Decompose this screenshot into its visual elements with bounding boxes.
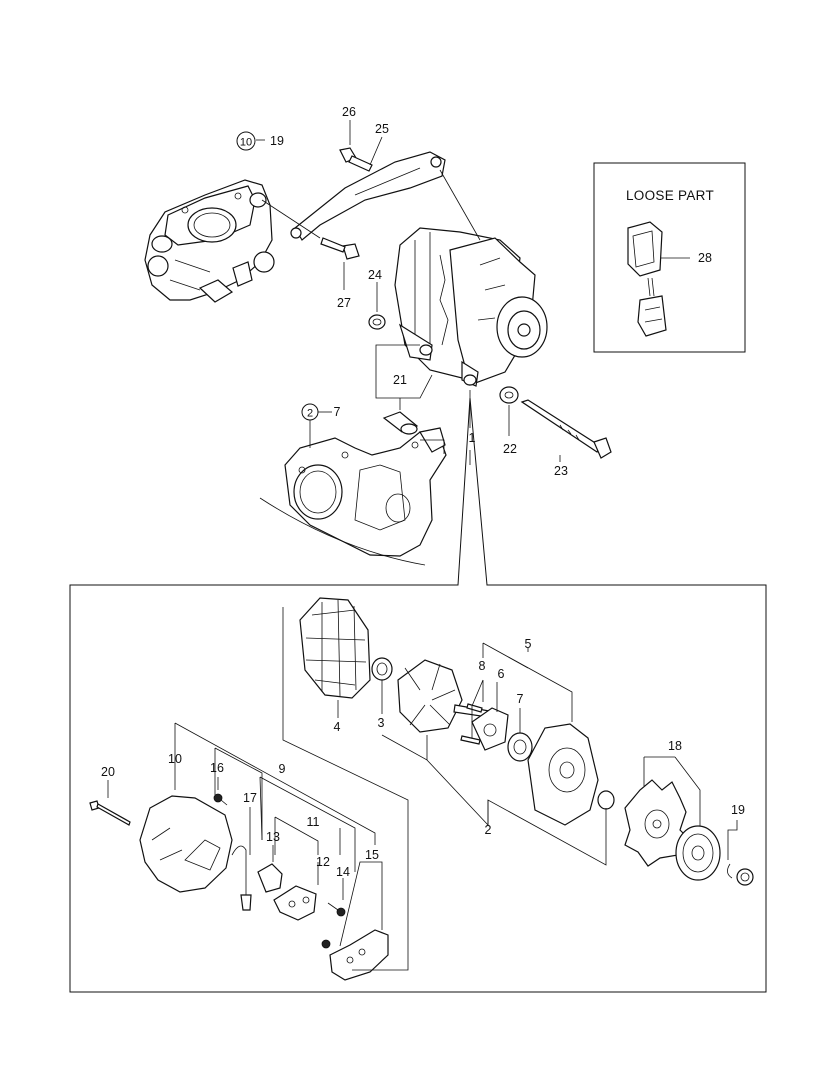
retainer-6-part xyxy=(471,707,509,751)
label-6: 6 xyxy=(498,667,505,681)
label-21: 21 xyxy=(393,373,407,387)
loose-part-box xyxy=(593,162,746,353)
label-11: 11 xyxy=(307,815,320,829)
label-27: 27 xyxy=(337,296,351,310)
detail-frame xyxy=(69,397,767,993)
label-19-bottom: 19 xyxy=(731,803,745,817)
label-1: 1 xyxy=(469,431,476,445)
brush-holder-part xyxy=(273,885,317,921)
label-4: 4 xyxy=(334,720,341,734)
screw-16-part xyxy=(213,793,228,806)
label-18: 18 xyxy=(668,739,682,753)
bearing-3-part xyxy=(371,657,393,681)
spacer-part xyxy=(597,790,615,810)
label-16: 16 xyxy=(210,761,224,775)
pump-housing-part xyxy=(144,179,275,303)
label-28: 28 xyxy=(698,251,712,265)
label-2: 2 xyxy=(485,823,492,837)
label-3: 3 xyxy=(378,716,385,730)
label-17: 17 xyxy=(243,791,257,805)
circled-10-badge xyxy=(236,131,256,151)
front-frame-part xyxy=(527,723,599,826)
label-22: 22 xyxy=(503,442,517,456)
label-13: 13 xyxy=(266,830,280,844)
engine-block-part xyxy=(259,427,447,566)
label-15: 15 xyxy=(365,848,379,862)
loose-part-title: LOOSE PART xyxy=(626,188,714,203)
screw-8-part xyxy=(460,703,483,745)
rear-shield-15-part xyxy=(321,929,389,981)
adjusting-bracket-part xyxy=(290,151,446,241)
terminal-17-part xyxy=(231,845,252,911)
label-20: 20 xyxy=(101,765,115,779)
alternator-assembly-part xyxy=(394,227,548,387)
label-9: 9 xyxy=(279,762,286,776)
leader-lines xyxy=(107,120,738,971)
label-19-top: 19 xyxy=(270,134,284,148)
screw-14-part xyxy=(327,902,346,917)
brush-13-part xyxy=(257,863,283,893)
label-7: 7 xyxy=(517,692,524,706)
pulley-part xyxy=(675,825,721,881)
rear-cover-10-part xyxy=(139,795,233,893)
nut-19-part xyxy=(727,863,754,886)
label-25: 25 xyxy=(375,122,389,136)
label-26: 26 xyxy=(342,105,356,119)
circled-2-label: 2 xyxy=(307,408,313,420)
rectifier-4-part xyxy=(299,597,371,699)
label-10: 10 xyxy=(168,752,182,766)
circled-2-badge xyxy=(301,403,319,421)
label-7-top: 7 xyxy=(334,405,341,419)
circled-10-label: 10 xyxy=(240,137,252,149)
regulator-28-part xyxy=(627,221,667,337)
nut-24-part xyxy=(368,314,386,330)
bearing-7-part xyxy=(507,732,533,762)
bolt-20-part xyxy=(89,800,131,826)
callout-labels: 26 25 10 19 24 27 21 2 7 1 22 23 28 LOOS… xyxy=(101,105,745,879)
bolt-26-part xyxy=(339,147,373,172)
washer-22-part xyxy=(499,386,519,404)
label-24: 24 xyxy=(368,268,382,282)
label-12: 12 xyxy=(316,855,330,869)
label-5: 5 xyxy=(525,637,532,651)
label-23: 23 xyxy=(554,464,568,478)
bolt-23-part xyxy=(520,399,612,459)
label-8: 8 xyxy=(479,659,486,673)
bolt-27-part xyxy=(320,237,360,260)
sleeve-21-part xyxy=(382,411,419,435)
label-14: 14 xyxy=(336,865,350,879)
